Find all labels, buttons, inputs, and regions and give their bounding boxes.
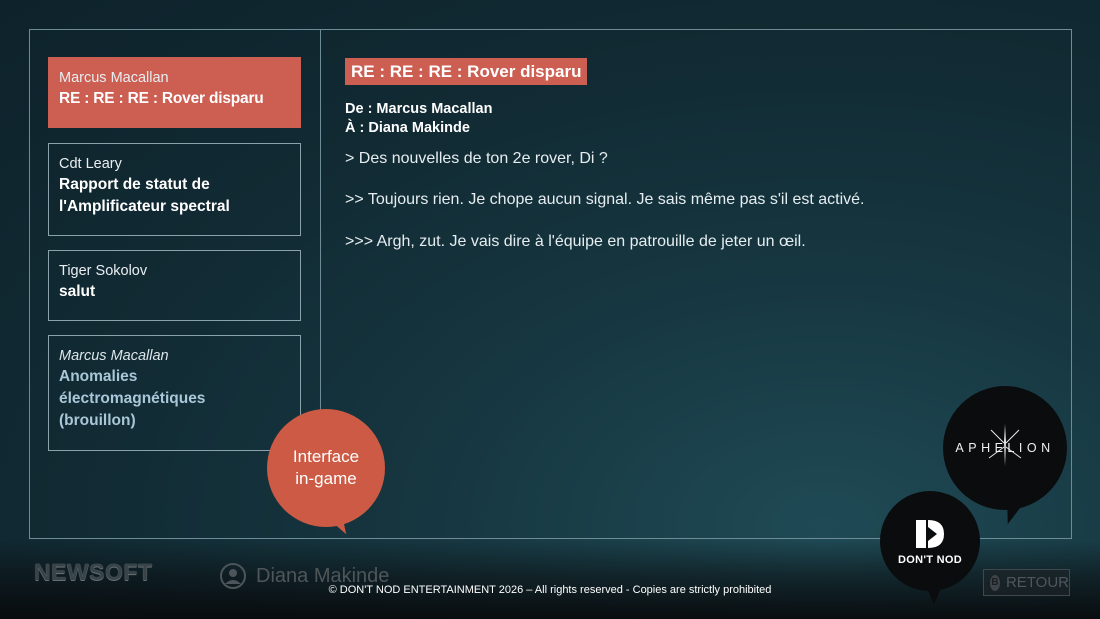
message-subject: RE : RE : RE : Rover disparu (345, 58, 588, 85)
mail-item-rover-disparu[interactable]: Marcus Macallan RE : RE : RE : Rover dis… (48, 57, 301, 128)
aphelion-logo-text: APHELION (955, 441, 1055, 455)
bubble-text-line: in-game (295, 469, 357, 488)
user-icon (220, 563, 246, 589)
back-label: RETOUR (1005, 574, 1069, 591)
dontnod-logo-bubble: DON'T NOD (880, 491, 980, 605)
aphelion-star-icon (988, 424, 1022, 466)
mail-subject: salut (59, 283, 96, 300)
panel-divider (320, 29, 321, 410)
copyright-notice: © DON'T NOD ENTERTAINMENT 2026 – All rig… (328, 584, 772, 596)
interface-bubble: Interface in-game (267, 409, 385, 541)
mail-sender: Tiger Sokolov (59, 263, 148, 279)
message-line: > Des nouvelles de ton 2e rover, Di ? (345, 150, 608, 167)
message-to: À : Diana Makinde (345, 120, 470, 136)
aphelion-logo-bubble: APHELION (943, 386, 1067, 528)
message-from: De : Marcus Macallan (345, 101, 493, 117)
message-line: >>> Argh, zut. Je vais dire à l'équipe e… (345, 233, 806, 250)
b-key-icon: B (990, 574, 1000, 591)
mail-item-rapport-statut[interactable]: Cdt Leary Rapport de statut de l'Amplifi… (48, 143, 301, 236)
newsoft-logo: NEWSOFT (34, 559, 153, 585)
mail-sender: Marcus Macallan (59, 70, 169, 86)
user-name: Diana Makinde (256, 565, 390, 587)
mail-item-salut[interactable]: Tiger Sokolov salut (48, 250, 301, 321)
mail-subject: Rapport de statut de (59, 176, 210, 193)
dontnod-logo-text: DON'T NOD (898, 553, 962, 566)
bubble-text-line: Interface (292, 447, 360, 466)
dontnod-logo-icon (916, 519, 944, 548)
mail-subject: l'Amplificateur spectral (59, 198, 230, 215)
mail-subject: RE : RE : RE : Rover disparu (59, 90, 264, 107)
mail-item-anomalies-draft[interactable]: Marcus Macallan Anomalies électromagnéti… (48, 335, 301, 451)
mail-subject: électromagnétiques (59, 390, 206, 407)
mail-subject: Anomalies (59, 368, 138, 385)
message-line: >> Toujours rien. Je chope aucun signal.… (345, 191, 865, 208)
mail-sender: Marcus Macallan (59, 348, 169, 364)
mail-window-frame (29, 29, 1072, 539)
back-button[interactable]: B RETOUR (983, 569, 1070, 596)
mail-sender: Cdt Leary (59, 156, 122, 172)
bubble-tail (922, 575, 946, 605)
mail-subject: (brouillon) (59, 412, 136, 429)
